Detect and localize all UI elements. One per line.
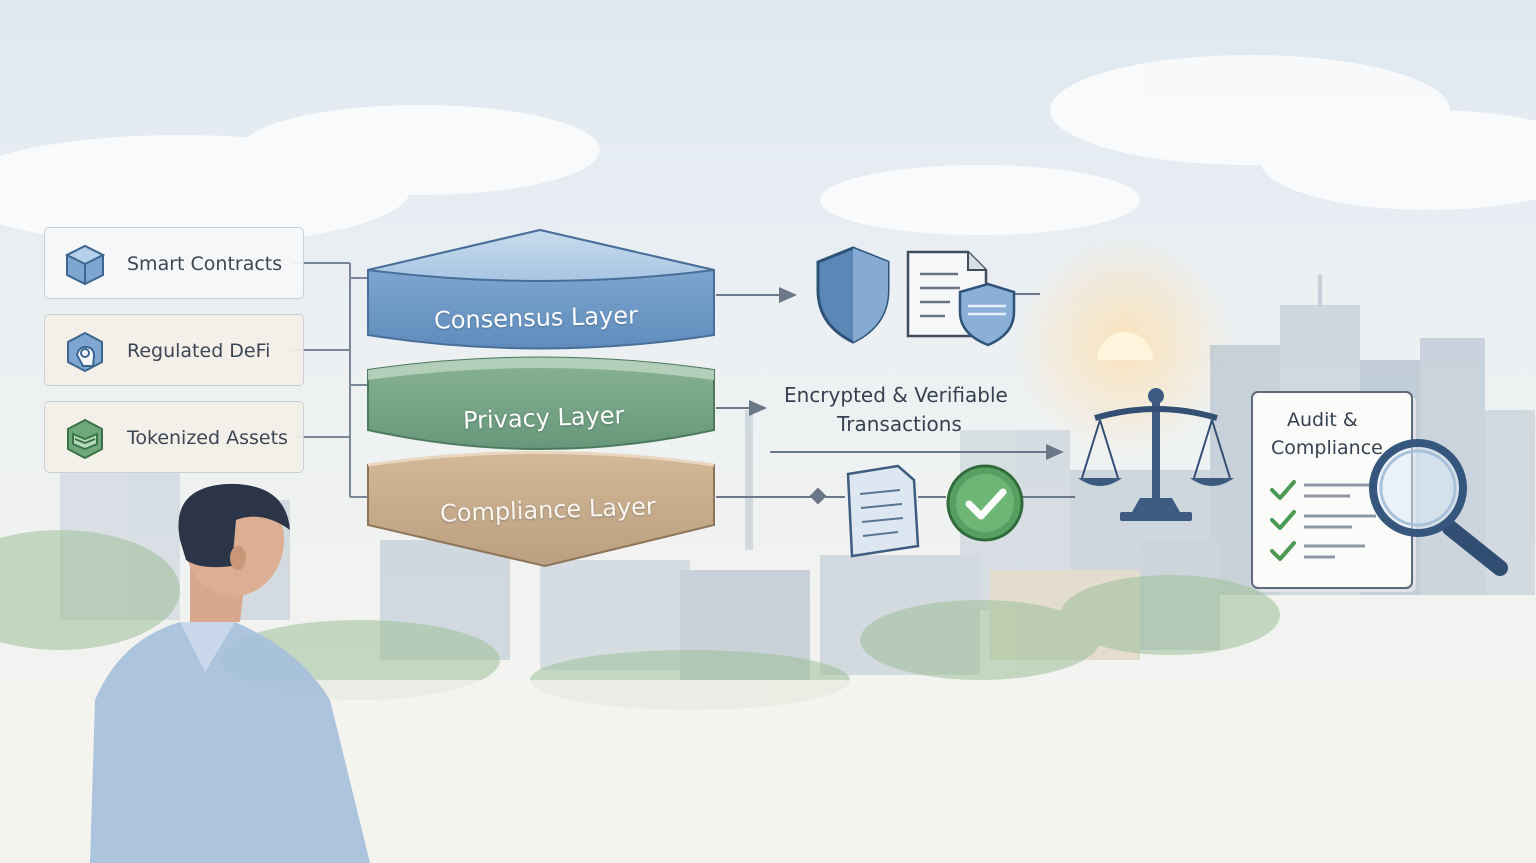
compliance-layer-block bbox=[367, 451, 715, 568]
source-tokenized-assets: Tokenized Assets bbox=[44, 401, 304, 473]
hexagon-token-icon bbox=[67, 418, 103, 460]
privacy-layer-block bbox=[367, 356, 715, 450]
consensus-layer-block bbox=[367, 228, 715, 350]
clouds bbox=[0, 55, 1536, 245]
audit-title-line2: Compliance bbox=[1271, 437, 1383, 459]
flow-arrows bbox=[716, 287, 1075, 498]
document-icon bbox=[846, 464, 920, 558]
encrypted-label-line1: Encrypted & Verifiable bbox=[784, 383, 1008, 407]
connector-diamond bbox=[809, 487, 827, 505]
balance-scale-icon bbox=[1078, 388, 1234, 521]
magnifier-icon bbox=[1369, 439, 1508, 576]
shield-icon bbox=[816, 246, 890, 344]
audit-title-line1: Audit & bbox=[1287, 409, 1358, 431]
source-label: Regulated DeFi bbox=[127, 340, 271, 362]
sun bbox=[1097, 332, 1153, 360]
source-smart-contracts: Smart Contracts bbox=[44, 227, 304, 299]
consensus-layer-label: Consensus Layer bbox=[433, 301, 639, 335]
hexagon-hand-icon bbox=[67, 331, 103, 373]
source-label: Smart Contracts bbox=[127, 253, 283, 275]
cube-icon bbox=[64, 244, 106, 286]
secure-document-icon bbox=[906, 250, 1016, 347]
source-regulated-defi: Regulated DeFi bbox=[44, 314, 304, 386]
audit-card bbox=[1251, 391, 1416, 592]
source-label: Tokenized Assets bbox=[127, 427, 288, 449]
check-badge-icon bbox=[946, 464, 1024, 542]
person-illustration bbox=[90, 483, 370, 863]
encrypted-label-line2: Transactions bbox=[837, 412, 962, 436]
privacy-layer-label: Privacy Layer bbox=[462, 401, 625, 435]
